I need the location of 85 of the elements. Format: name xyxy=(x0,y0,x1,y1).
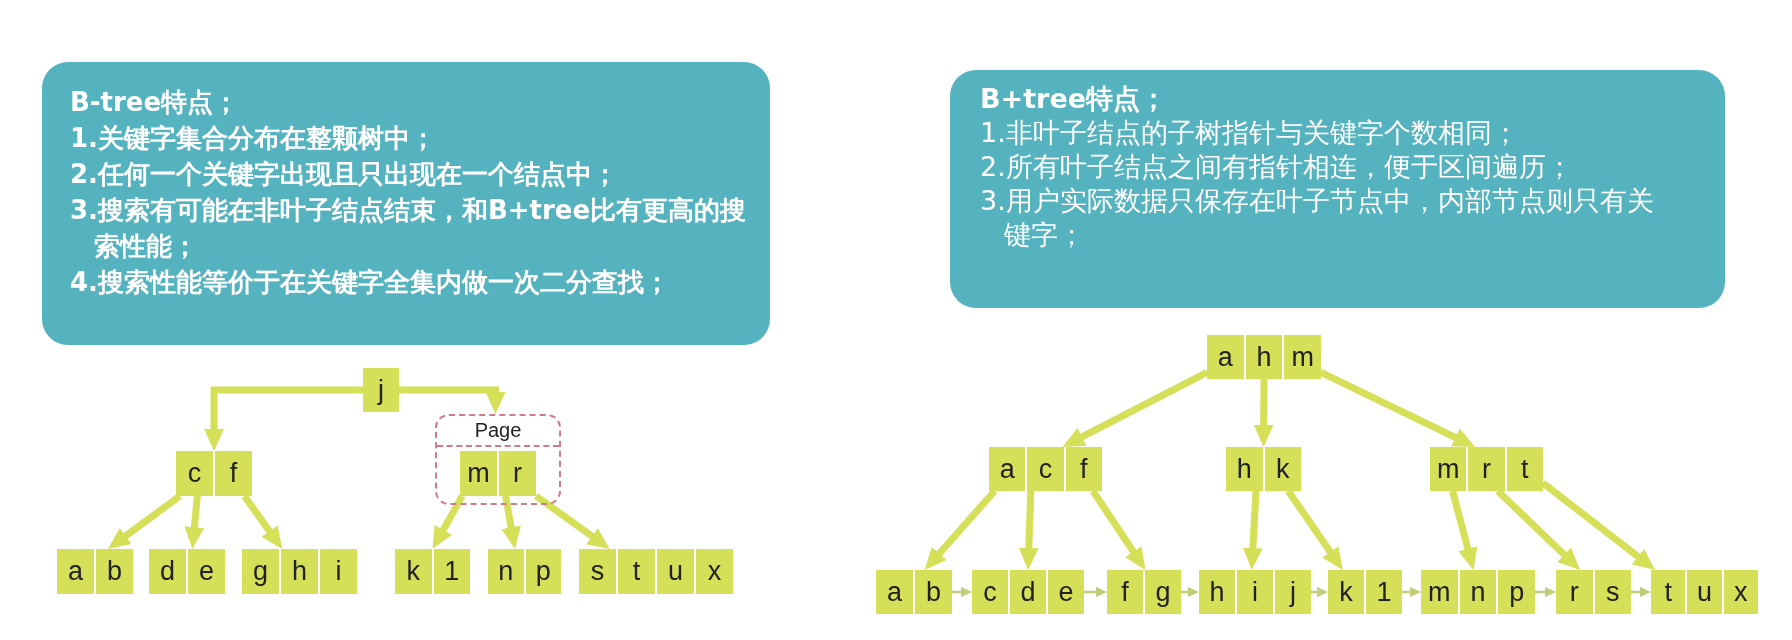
card-item: 3.搜索有可能在非叶子结点结束，和B+tree比有更高的搜索性能； xyxy=(70,194,748,263)
page-frame xyxy=(435,414,561,505)
key-cell: d xyxy=(149,549,186,594)
key-cell: f xyxy=(1065,447,1102,491)
key-cell: g xyxy=(242,549,279,594)
key-cell: a xyxy=(876,570,913,614)
arrow xyxy=(1062,369,1209,447)
key-cell: m xyxy=(1284,335,1321,379)
arrow xyxy=(107,493,182,549)
card-item: 1.关键字集合分布在整颗树中； xyxy=(70,122,437,155)
key-cell: b xyxy=(915,570,952,614)
key-cell: r xyxy=(499,451,536,496)
key-cell: h xyxy=(1245,335,1283,379)
key-cell: h xyxy=(1199,570,1235,614)
key-cell: n xyxy=(1459,570,1497,614)
key-cell: s xyxy=(579,549,616,594)
arrow xyxy=(1402,587,1421,597)
card-item: 1.非叶子结点的子树指针与关键字个数相同； xyxy=(980,116,1520,150)
key-cell: u xyxy=(1687,570,1722,614)
key-cell: m xyxy=(1421,570,1458,614)
key-cell: h xyxy=(281,549,318,594)
key-cell: t xyxy=(1651,570,1686,614)
card-item: 2.任何一个关键字出现且只出现在一个结点中； xyxy=(70,158,619,191)
info-card xyxy=(42,62,770,345)
key-cell: r xyxy=(1556,570,1593,614)
key-cell: i xyxy=(320,549,357,594)
key-cell: f xyxy=(215,451,252,496)
card-heading: B-tree特点； xyxy=(70,86,241,119)
key-cell: c xyxy=(1027,447,1064,491)
arrow xyxy=(1253,378,1274,447)
info-card xyxy=(950,70,1725,308)
card-heading: B+tree特点； xyxy=(980,82,1169,116)
arrow xyxy=(1535,587,1556,597)
key-cell: r xyxy=(1468,447,1505,491)
arrow xyxy=(533,493,610,549)
arrow xyxy=(1242,490,1263,570)
key-cell: j xyxy=(1275,570,1311,614)
key-cell: x xyxy=(1723,570,1758,614)
arrow xyxy=(1084,587,1107,597)
key-cell: a xyxy=(57,549,94,594)
key-cell: s xyxy=(1594,570,1631,614)
card-item: 3.用户实际数据只保存在叶子节点中，内部节点则只有关键字； xyxy=(980,184,1655,252)
key-cell: c xyxy=(176,451,213,496)
key-cell: a xyxy=(1207,335,1244,379)
key-cell: a xyxy=(989,447,1026,491)
arrow xyxy=(1449,490,1478,570)
key-cell: h xyxy=(1226,447,1263,491)
key-cell: p xyxy=(525,549,561,594)
key-cell: k xyxy=(1328,570,1364,614)
arrow xyxy=(1285,489,1343,570)
key-cell: n xyxy=(488,549,524,594)
arrow xyxy=(501,495,521,549)
key-cell: m xyxy=(1430,447,1467,491)
arrow xyxy=(1090,489,1146,570)
card-item: 2.所有叶子结点之间有指针相连，便于区间遍历； xyxy=(980,150,1574,184)
arrow xyxy=(184,495,205,549)
key-cell: k xyxy=(395,549,432,594)
key-cell: b xyxy=(96,549,133,594)
key-cell: u xyxy=(657,549,694,594)
arrow xyxy=(1018,490,1039,570)
arrow xyxy=(399,386,506,414)
key-cell: t xyxy=(618,549,655,594)
arrow xyxy=(432,494,466,549)
key-cell: x xyxy=(696,549,733,594)
key-cell: k xyxy=(1264,447,1301,491)
key-cell: g xyxy=(1145,570,1181,614)
key-cell: j xyxy=(363,368,399,412)
key-cell: c xyxy=(972,570,1008,614)
page-label: Page xyxy=(437,416,559,447)
key-cell: 1 xyxy=(1366,570,1402,614)
key-cell: m xyxy=(460,451,497,496)
arrow xyxy=(1181,587,1199,597)
key-cell: i xyxy=(1237,570,1273,614)
key-cell: p xyxy=(1498,570,1535,614)
arrow xyxy=(1311,587,1328,597)
key-cell: d xyxy=(1010,570,1046,614)
card-item: 4.搜索性能等价于在关键字全集内做一次二分查找； xyxy=(70,266,671,299)
arrow xyxy=(952,587,972,597)
key-cell: 1 xyxy=(433,549,470,594)
key-cell: e xyxy=(188,549,225,594)
key-cell: e xyxy=(1048,570,1084,614)
key-cell: f xyxy=(1107,570,1143,614)
key-cell: t xyxy=(1506,447,1543,491)
arrow xyxy=(1631,587,1651,597)
arrow xyxy=(204,386,363,451)
